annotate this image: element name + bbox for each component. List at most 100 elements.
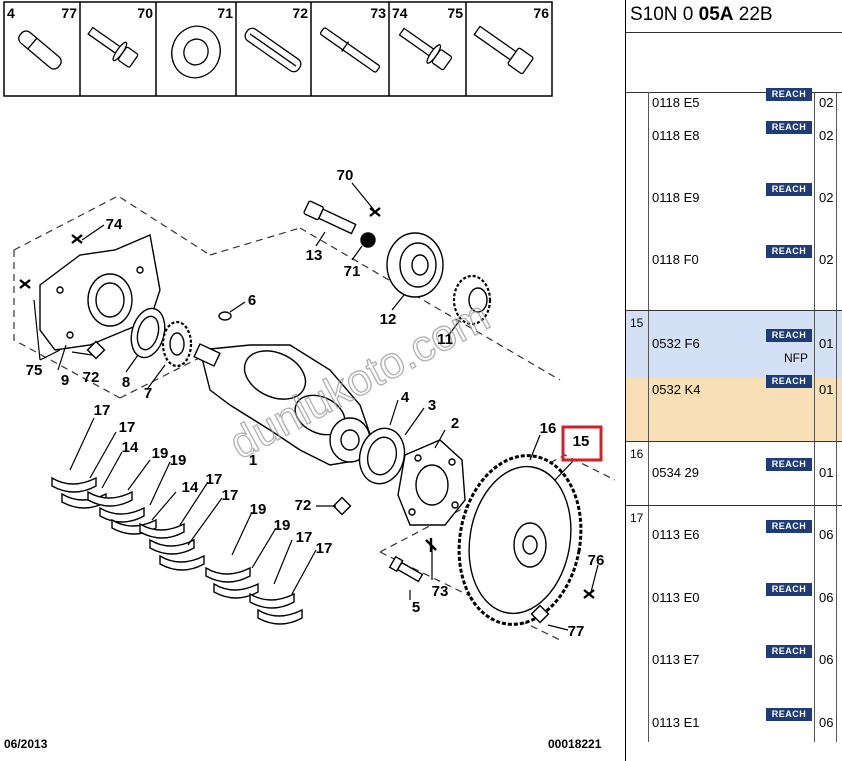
crankshaft: [193, 343, 373, 466]
parts-strip: [3, 1, 553, 97]
part-code[interactable]: 0118 F0: [652, 252, 699, 267]
group-divider: [626, 505, 842, 506]
callout-number[interactable]: 19: [250, 501, 267, 518]
flanged-bolt-icon: [398, 27, 453, 71]
part-code[interactable]: 0118 E8: [652, 128, 700, 143]
panel-column-divider: [836, 92, 837, 742]
quantity: 06: [819, 715, 834, 730]
part-code[interactable]: 0532 F6: [652, 336, 700, 351]
callout-number[interactable]: 71: [344, 263, 361, 280]
callout-number[interactable]: 15: [573, 433, 590, 450]
quantity: 01: [819, 382, 834, 397]
group-number: 17: [630, 511, 644, 525]
callout-number[interactable]: 17: [206, 471, 223, 488]
callout-number[interactable]: 19: [170, 452, 187, 469]
group-divider: [626, 441, 842, 442]
title-prefix: S10N 0: [630, 4, 694, 25]
sleeve-pin-icon: [18, 30, 62, 70]
part-code[interactable]: 0534 29: [652, 465, 699, 480]
cross-mark-icon: [425, 538, 437, 552]
callout-number[interactable]: 75: [26, 362, 43, 379]
callout-number[interactable]: 70: [337, 167, 354, 184]
callout-number[interactable]: 17: [296, 529, 313, 546]
flywheel-bolt: [388, 555, 424, 583]
cross-mark-icon: [369, 207, 381, 217]
strip-cell-left-number: 4: [7, 5, 15, 21]
callout-number[interactable]: 8: [122, 374, 130, 391]
crank-sprocket: [452, 274, 492, 326]
part-code[interactable]: 0113 E0: [652, 590, 700, 605]
reach-badge: REACH: [766, 183, 812, 196]
callout-number[interactable]: 19: [152, 445, 169, 462]
reach-badge: REACH: [766, 458, 812, 471]
cross-marks: [19, 207, 595, 599]
strip-cell-right-number: 75: [447, 5, 463, 21]
callout-number[interactable]: 17: [316, 540, 333, 557]
quantity: 06: [819, 652, 834, 667]
group-number: 16: [630, 447, 644, 461]
reach-badge: REACH: [766, 88, 812, 101]
callout-number[interactable]: 6: [248, 292, 256, 309]
reach-badge: REACH: [766, 375, 812, 388]
callout-number[interactable]: 5: [412, 599, 420, 616]
part-code[interactable]: 0113 E1: [652, 715, 700, 730]
flywheel: [457, 454, 583, 626]
callout-number[interactable]: 4: [401, 389, 410, 406]
callout-number[interactable]: 9: [61, 372, 69, 389]
callout-number[interactable]: 72: [83, 369, 100, 386]
callout-number[interactable]: 12: [380, 311, 397, 328]
quantity: 01: [819, 336, 834, 351]
title-suffix: 22B: [738, 4, 773, 25]
callout-number[interactable]: 17: [119, 419, 136, 436]
strip-cell-right-number: 71: [217, 5, 233, 21]
callout-number[interactable]: 74: [106, 216, 123, 233]
bearing-shells: [51, 476, 303, 625]
callout-number[interactable]: 13: [306, 247, 323, 264]
callout-number[interactable]: 14: [182, 479, 199, 496]
reach-badge: REACH: [766, 121, 812, 134]
strip-cell-left-number: 74: [392, 5, 408, 21]
callout-number[interactable]: 16: [540, 420, 557, 437]
part-code[interactable]: 0118 E9: [652, 190, 700, 205]
callout-number[interactable]: 76: [588, 552, 605, 569]
callout-number[interactable]: 17: [222, 487, 239, 504]
part-code[interactable]: 0532 K4: [652, 382, 701, 397]
callout-number[interactable]: 2: [451, 415, 459, 432]
callout-number[interactable]: 1: [249, 452, 257, 469]
strip-cell-right-number: 76: [533, 5, 549, 21]
callout-number[interactable]: 14: [122, 439, 139, 456]
panel-column-divider: [814, 92, 815, 742]
panel-divider: [626, 32, 842, 33]
reach-badge: REACH: [766, 708, 812, 721]
strip-cell-right-number: 77: [61, 5, 77, 21]
callout-number[interactable]: 77: [568, 623, 585, 640]
part-code[interactable]: 0113 E7: [652, 652, 700, 667]
washer-icon: [171, 25, 221, 79]
part-code[interactable]: 0118 E5: [652, 95, 700, 110]
callout-number[interactable]: 19: [274, 517, 291, 534]
callout-number[interactable]: 3: [428, 397, 436, 414]
crank-pulley: [386, 232, 444, 298]
callout-number[interactable]: 11: [437, 331, 453, 348]
reach-badge: REACH: [766, 520, 812, 533]
title-bold: 05A: [698, 4, 734, 25]
strip-cell-right-number: 73: [370, 5, 386, 21]
pulley-bolt: [303, 200, 357, 235]
panel-column-divider: [648, 92, 649, 742]
diagram-reference: 00018221: [548, 737, 602, 751]
callout-number[interactable]: 72: [295, 497, 312, 514]
reach-badge: REACH: [766, 245, 812, 258]
quantity: 06: [819, 590, 834, 605]
woodruff-key: [218, 311, 232, 321]
callout-number[interactable]: 17: [94, 402, 111, 419]
part-code[interactable]: 0113 E6: [652, 527, 700, 542]
reach-badge: REACH: [766, 645, 812, 658]
diagram-date: 06/2013: [4, 737, 48, 751]
highlight-box-callout-15: [561, 425, 603, 462]
dowel-marker: [332, 496, 352, 516]
reach-badge: REACH: [766, 583, 812, 596]
callout-number[interactable]: 7: [144, 385, 152, 402]
callout-number[interactable]: 73: [432, 583, 449, 600]
